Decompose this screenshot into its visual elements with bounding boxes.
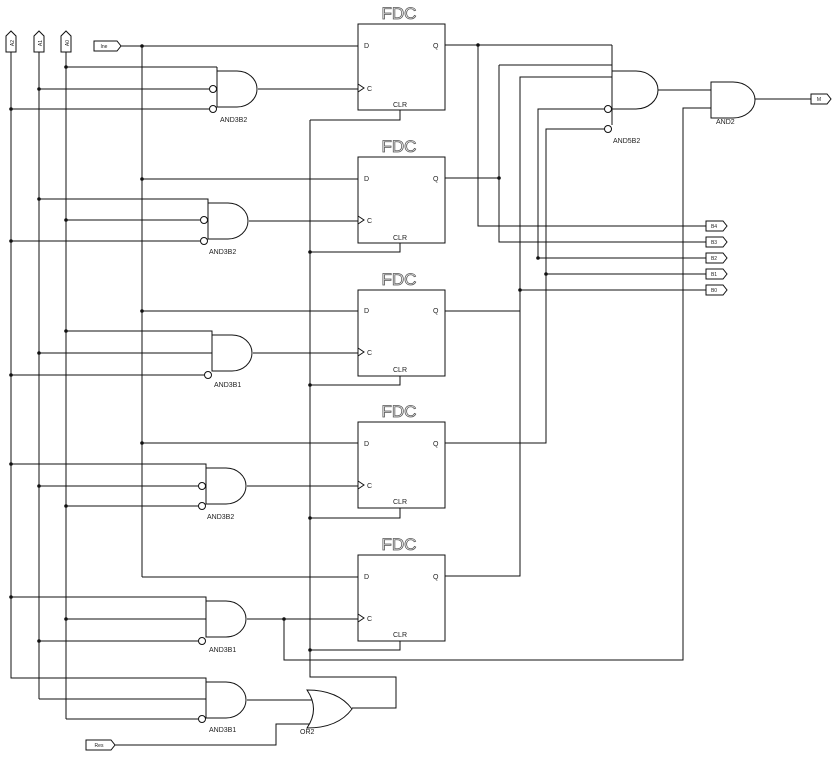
- svg-text:D: D: [364, 43, 369, 50]
- output-port-b2: B2: [705, 252, 728, 264]
- svg-text:CLR: CLR: [393, 235, 407, 242]
- and-gate-2: AND3B2: [9, 197, 358, 256]
- and-gate-3: AND3B1: [9, 329, 358, 389]
- svg-text:CLR: CLR: [393, 102, 407, 109]
- svg-text:A2: A2: [10, 40, 16, 46]
- output-port-b3: B3: [705, 236, 728, 248]
- svg-text:A0: A0: [65, 40, 71, 46]
- svg-text:B3: B3: [711, 240, 717, 246]
- flipflop-1: FDC D C Q CLR: [357, 4, 446, 111]
- clr-wires: [308, 110, 401, 709]
- output-port-b1: B1: [705, 268, 728, 280]
- flipflop-3: FDC D C Q CLR: [357, 270, 446, 377]
- svg-text:AND3B1: AND3B1: [209, 727, 236, 734]
- svg-text:Q: Q: [433, 441, 439, 448]
- and-gate-1: AND3B2: [9, 65, 358, 124]
- input-port-a2: A2: [5, 30, 17, 53]
- flipflop-4: FDC D C Q CLR: [357, 402, 446, 509]
- svg-text:C: C: [367, 350, 372, 357]
- svg-text:C: C: [367, 218, 372, 225]
- bus-wires: [10, 46, 311, 719]
- svg-text:FDC: FDC: [382, 535, 417, 554]
- svg-text:B0: B0: [711, 288, 717, 294]
- and-gate-6: AND3B1: [10, 673, 317, 734]
- input-port-ine: Ine: [93, 40, 358, 52]
- svg-text:CLR: CLR: [393, 367, 407, 374]
- svg-text:D: D: [364, 308, 369, 315]
- svg-text:Q: Q: [433, 176, 439, 183]
- svg-text:FDC: FDC: [382, 402, 417, 421]
- svg-text:AND5B2: AND5B2: [613, 138, 640, 145]
- svg-text:C: C: [367, 616, 372, 623]
- svg-text:D: D: [364, 176, 369, 183]
- svg-text:Q: Q: [433, 43, 439, 50]
- svg-text:FDC: FDC: [382, 270, 417, 289]
- d-input-wires: [140, 44, 358, 578]
- svg-text:C: C: [367, 483, 372, 490]
- input-port-a1: A1: [33, 30, 45, 53]
- and2-gate: AND2: [710, 81, 811, 126]
- svg-text:B1: B1: [711, 272, 717, 278]
- svg-text:Res: Res: [95, 743, 104, 749]
- svg-text:OR2: OR2: [300, 729, 315, 736]
- svg-text:Ine: Ine: [101, 44, 108, 50]
- q-output-wires: [445, 43, 706, 577]
- svg-text:CLR: CLR: [393, 499, 407, 506]
- and-gate-4: AND3B2: [9, 462, 358, 521]
- svg-text:AND3B2: AND3B2: [207, 514, 234, 521]
- svg-text:D: D: [364, 574, 369, 581]
- svg-text:AND3B2: AND3B2: [209, 249, 236, 256]
- and5-gate: AND5B2: [604, 70, 711, 145]
- flipflop-2: FDC D C Q CLR: [357, 137, 446, 244]
- svg-text:A1: A1: [38, 40, 44, 46]
- svg-text:AND2: AND2: [716, 119, 735, 126]
- svg-text:B2: B2: [711, 256, 717, 262]
- or-gate: OR2: [300, 689, 353, 736]
- output-port-b0: B0: [705, 284, 728, 296]
- and-gate-5: AND3B1: [9, 107, 711, 661]
- svg-text:Q: Q: [433, 308, 439, 315]
- output-port-b4: B4: [705, 220, 728, 232]
- svg-text:M: M: [817, 97, 821, 103]
- flipflop-5: FDC D C Q CLR: [357, 535, 446, 642]
- svg-text:FDC: FDC: [382, 4, 417, 23]
- input-port-a0: A0: [60, 30, 72, 53]
- svg-text:FDC: FDC: [382, 137, 417, 156]
- svg-text:C: C: [367, 86, 372, 93]
- svg-text:AND3B2: AND3B2: [220, 117, 247, 124]
- svg-text:D: D: [364, 441, 369, 448]
- svg-text:B4: B4: [711, 224, 717, 230]
- svg-text:Q: Q: [433, 574, 439, 581]
- svg-text:AND3B1: AND3B1: [209, 647, 236, 654]
- output-port-m: M: [810, 93, 832, 105]
- svg-text:CLR: CLR: [393, 632, 407, 639]
- svg-text:AND3B1: AND3B1: [214, 382, 241, 389]
- input-port-res: Res: [85, 723, 317, 751]
